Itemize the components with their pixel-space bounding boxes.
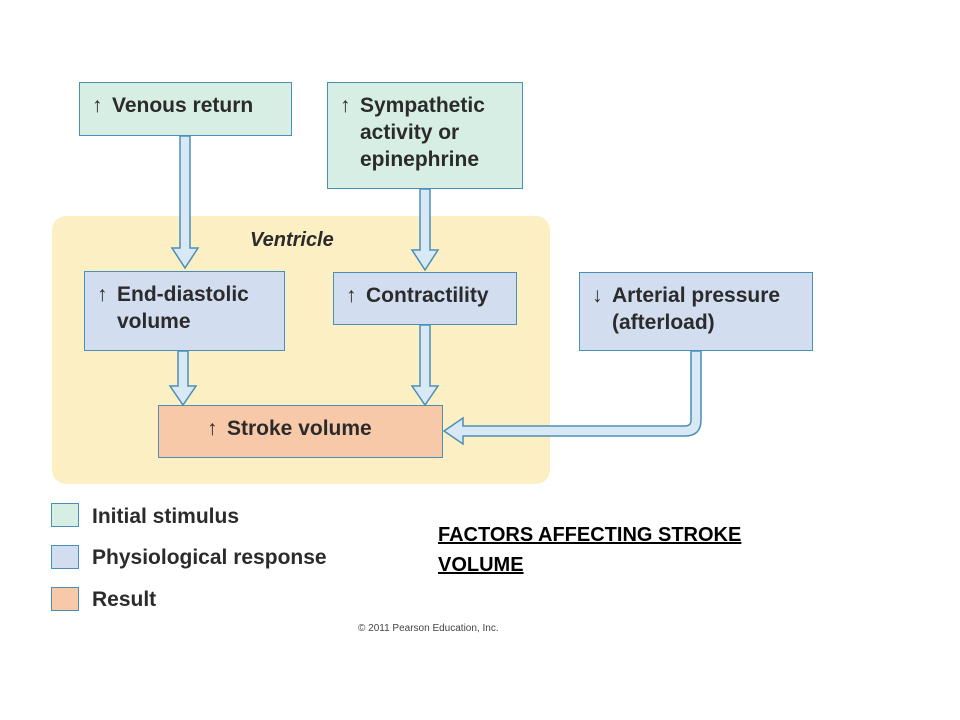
- venous-return-label: Venous return: [112, 94, 254, 117]
- up-arrow-icon: ↑: [97, 283, 108, 306]
- legend-label-result: Result: [92, 588, 157, 611]
- end-diastolic-box: ↑ End-diastolic volume: [84, 271, 285, 351]
- up-arrow-icon: ↑: [92, 94, 103, 117]
- arrow-arterial-to-stroke: [442, 350, 702, 446]
- end-diastolic-label: End-diastolic volume: [117, 283, 249, 333]
- legend-swatch-response: [51, 545, 79, 569]
- legend-label-initial: Initial stimulus: [92, 505, 240, 528]
- down-arrow-icon: ↓: [592, 284, 603, 307]
- legend-swatch-result: [51, 587, 79, 611]
- legend-label-response: Physiological response: [92, 546, 327, 569]
- slide-caption: FACTORS AFFECTING STROKE VOLUME: [438, 524, 742, 576]
- arterial-pressure-label: Arterial pressure (afterload): [612, 284, 781, 334]
- arrow-sympathetic-to-contractility: [410, 188, 440, 272]
- legend-swatch-initial: [51, 503, 79, 527]
- ventricle-label: Ventricle: [250, 229, 334, 251]
- arrow-contractility-to-stroke: [410, 324, 440, 407]
- up-arrow-icon: ↑: [207, 417, 218, 440]
- arterial-pressure-box: ↓ Arterial pressure (afterload): [579, 272, 813, 351]
- contractility-label: Contractility: [366, 284, 489, 307]
- stroke-volume-label: Stroke volume: [227, 417, 372, 440]
- up-arrow-icon: ↑: [340, 94, 351, 117]
- arrow-edv-to-stroke: [168, 350, 198, 407]
- sympathetic-label: Sympathetic activity or epinephrine: [360, 94, 485, 171]
- copyright-notice: © 2011 Pearson Education, Inc.: [358, 623, 499, 634]
- contractility-box: ↑ Contractility: [333, 272, 517, 325]
- venous-return-box: ↑ Venous return: [79, 82, 292, 136]
- arrow-venous-to-edv: [170, 135, 200, 270]
- stroke-volume-box: ↑ Stroke volume: [158, 405, 443, 458]
- sympathetic-box: ↑ Sympathetic activity or epinephrine: [327, 82, 523, 189]
- up-arrow-icon: ↑: [346, 284, 357, 307]
